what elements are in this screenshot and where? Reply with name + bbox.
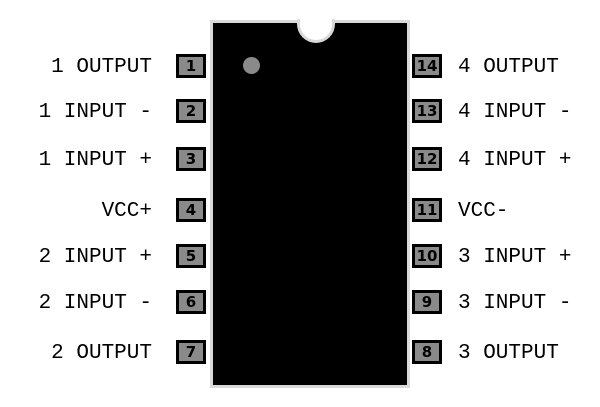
pin-4: 4 [176,198,206,222]
pin1-indicator-dot [243,57,260,74]
pin-14-label: 4 OUTPUT [458,56,559,79]
pin-8: 8 [412,340,442,364]
pin-10-label: 3 INPUT + [458,246,572,269]
pin-1-label: 1 OUTPUT [51,56,152,79]
pin-12-label: 4 INPUT + [458,149,572,172]
pin-3-label: 1 INPUT + [38,149,152,172]
pin-14: 14 [412,54,442,78]
ic-package-body [210,19,410,388]
pin-9: 9 [412,290,442,314]
pin-8-label: 3 OUTPUT [458,342,559,365]
pin-7-label: 2 OUTPUT [51,342,152,365]
pin-6: 6 [176,290,206,314]
pin-9-label: 3 INPUT - [458,292,572,315]
pin-2-label: 1 INPUT - [38,101,152,124]
pin-10: 10 [412,244,442,268]
pin-13-label: 4 INPUT - [458,101,572,124]
pin-4-label: VCC+ [101,200,152,223]
pin-3: 3 [176,147,206,171]
pin-6-label: 2 INPUT - [38,292,152,315]
pin-13: 13 [412,99,442,123]
pin-5-label: 2 INPUT + [38,246,152,269]
pin-11: 11 [412,198,442,222]
pin-1: 1 [176,54,206,78]
pin-5: 5 [176,244,206,268]
pin-2: 2 [176,99,206,123]
pin-7: 7 [176,340,206,364]
orientation-notch [297,19,335,43]
pin-12: 12 [412,147,442,171]
pin-11-label: VCC- [458,200,509,223]
